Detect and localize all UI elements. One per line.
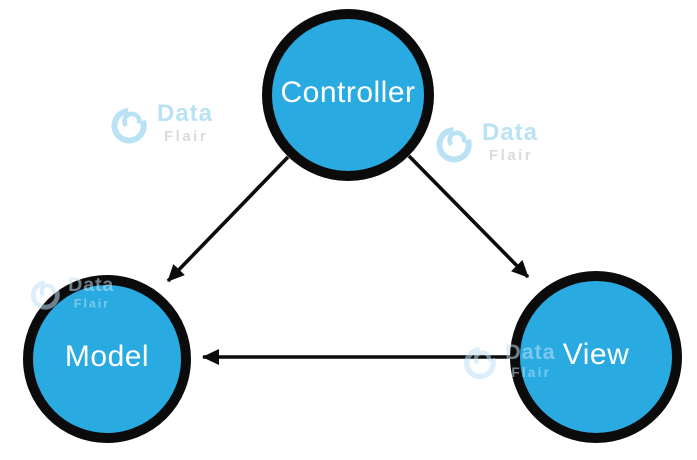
dataflair-watermark: Data Flair <box>461 340 556 381</box>
node-view: View <box>510 271 682 443</box>
watermark-flair-text: Flair <box>511 365 552 381</box>
dataflair-logo-icon <box>111 108 147 144</box>
dataflair-watermark: Data Flair <box>433 119 538 165</box>
dataflair-wordmark: Data Flair <box>157 100 214 145</box>
dataflair-wordmark: Data Flair <box>482 119 539 164</box>
dataflair-wordmark: Data Flair <box>505 340 556 381</box>
dataflair-logo-icon <box>464 347 496 380</box>
edge-controller-to-view <box>407 154 530 279</box>
dataflair-watermark: Data Flair <box>28 274 114 312</box>
watermark-flair-text: Flair <box>489 147 534 164</box>
dataflair-watermark: Data Flair <box>108 100 213 146</box>
node-model-label: Model <box>64 340 150 373</box>
dataflair-logo-icon <box>436 127 472 163</box>
node-view-label: View <box>562 338 630 371</box>
watermark-data-text: Data <box>157 100 214 127</box>
dataflair-logo-icon <box>30 280 60 310</box>
watermark-flair-text: Flair <box>164 128 209 145</box>
watermark-data-text: Data <box>505 340 556 365</box>
node-controller: Controller <box>262 9 434 181</box>
watermark-data-text: Data <box>482 119 539 146</box>
edge-controller-to-model <box>166 155 290 283</box>
dataflair-wordmark: Data Flair <box>68 274 114 310</box>
node-controller-label: Controller <box>280 76 416 109</box>
watermark-flair-text: Flair <box>73 296 111 311</box>
watermark-data-text: Data <box>68 274 115 297</box>
